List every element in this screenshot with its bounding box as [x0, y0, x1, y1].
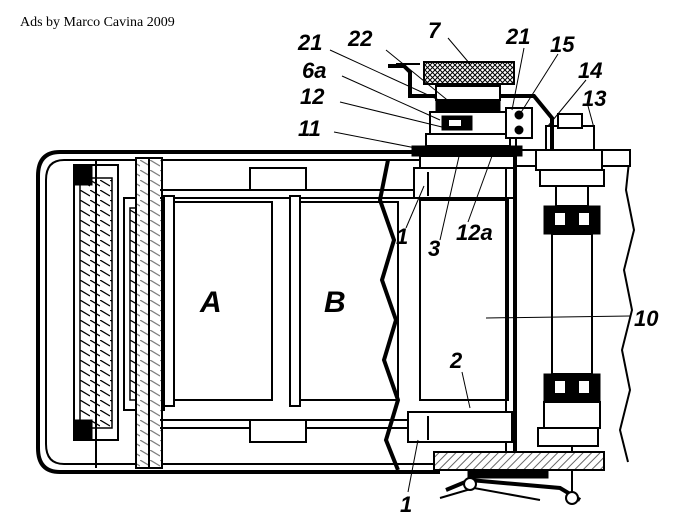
takeup-spool — [537, 169, 605, 500]
label-15: 15 — [550, 32, 575, 57]
pawl-assembly-15 — [505, 94, 554, 470]
bottom-gears — [433, 451, 605, 505]
label-22: 22 — [347, 26, 373, 51]
frame-rails — [160, 167, 420, 443]
break-line — [377, 159, 401, 471]
label-21-left: 21 — [297, 30, 322, 55]
label-7: 7 — [428, 18, 442, 43]
label-21-right: 21 — [505, 24, 530, 49]
credit-text: Ads by Marco Cavina 2009 — [20, 15, 175, 30]
label-13: 13 — [582, 86, 606, 111]
label-14: 14 — [578, 58, 602, 83]
label-11: 11 — [298, 116, 321, 141]
part-labels: 7 21 22 21 15 6a 14 13 12 11 1 3 12a 10 … — [297, 18, 659, 517]
label-3: 3 — [428, 236, 440, 261]
leader-lines — [329, 37, 631, 493]
second-spring-roller — [123, 157, 165, 469]
label-a: A — [199, 286, 222, 319]
label-12a: 12a — [456, 220, 493, 245]
left-spring-roller — [73, 160, 119, 468]
film-drum — [407, 167, 515, 470]
label-1-lower: 1 — [400, 492, 412, 517]
blind-a: A — [163, 195, 273, 407]
label-1-upper: 1 — [396, 224, 408, 249]
label-10: 10 — [634, 306, 659, 331]
label-2: 2 — [449, 348, 463, 373]
blind-b: B — [289, 195, 399, 407]
label-6a: 6a — [302, 58, 326, 83]
label-12: 12 — [300, 84, 325, 109]
label-b: B — [324, 286, 346, 319]
